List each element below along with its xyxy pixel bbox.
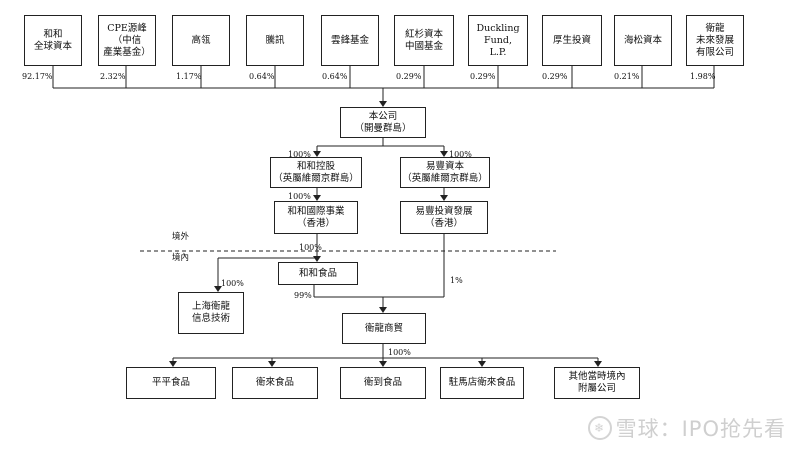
shareholder-box: 和和 全球資本 [24,15,82,66]
company-name: 本公司 （開曼群島） [354,110,412,134]
weilong-trade-box: 衛龍商貿 [342,313,426,344]
shareholder-box: Duckling Fund, L.P. [468,15,528,66]
shareholder-box: 海松資本 [614,15,672,66]
shareholder-box: 厚生投資 [542,15,602,66]
company-box: 本公司 （開曼群島） [340,107,426,138]
shareholder-name: 雲鋒基金 [330,34,369,46]
shareholding-pct: 100% [288,150,311,159]
yifeng-capital-box: 易豐資本 （英屬維爾京群島） [400,157,490,188]
shareholding-pct: 99% [294,291,312,300]
shareholder-name: CPE源峰 （中信 產業基金） [103,22,151,58]
shareholder-name: 衛龍 未來發展 有限公司 [695,22,734,58]
shareholder-name: 騰訊 [265,34,285,46]
subsidiary-name: 其他當時境內 附屬公司 [568,371,626,394]
shareholding-pct: 0.21% [614,72,640,81]
subsidiary-box: 其他當時境內 附屬公司 [554,367,640,399]
subsidiary-name: 衛來食品 [255,377,294,388]
shareholding-pct: 92.17% [22,72,53,81]
shareholding-pct: 100% [388,348,411,357]
subsidiary-name: 駐馬店衛來食品 [448,377,516,388]
shareholder-box: 衛龍 未來發展 有限公司 [686,15,744,66]
shareholder-name: 海松資本 [623,34,662,46]
onshore-label: 境內 [172,253,190,263]
subsidiary-box: 衛到食品 [340,367,426,399]
shareholding-pct: 1% [450,276,463,285]
entity-name: 和和國際事業 （香港） [287,205,345,229]
shareholder-name: Duckling Fund, L.P. [476,22,520,58]
shareholder-name: 厚生投資 [552,34,591,46]
subsidiary-name: 平平食品 [151,377,190,388]
shareholding-pct: 100% [288,192,311,201]
shareholder-box: CPE源峰 （中信 產業基金） [98,15,156,66]
yifeng-investment-box: 易豐投資發展 （香港） [400,201,488,234]
shareholding-pct: 100% [221,279,244,288]
watermark: ❄ 雪球：IPO抢先看 [587,413,786,443]
shareholder-name: 紅杉資本 中國基金 [404,28,443,52]
shareholder-box: 高瓴 [172,15,230,66]
shareholding-pct: 0.29% [470,72,496,81]
snowball-logo-icon: ❄ [587,416,612,440]
subsidiary-name: 衛到食品 [363,377,402,388]
shareholder-box: 騰訊 [246,15,304,66]
shareholding-pct: 100% [449,150,472,159]
subsidiary-box: 平平食品 [126,367,216,399]
watermark-text: 雪球：IPO抢先看 [615,417,786,441]
shareholding-pct: 2.32% [100,72,126,81]
entity-name: 衛龍商貿 [364,322,403,334]
shareholding-pct: 100% [299,243,322,252]
offshore-label: 境外 [172,232,190,242]
shanghai-weilong-box: 上海衛龍 信息技術 [178,292,244,334]
shareholding-pct: 0.29% [542,72,568,81]
shareholder-name: 高瓴 [191,34,211,46]
shareholding-pct: 0.29% [396,72,422,81]
entity-name: 和和控股 （英屬維爾京群島） [273,160,359,184]
shareholding-pct: 0.64% [249,72,275,81]
subsidiary-box: 駐馬店衛來食品 [440,367,524,399]
entity-name: 易豐資本 （英屬維爾京群島） [402,160,488,184]
hehe-international-box: 和和國際事業 （香港） [274,201,358,234]
shareholding-pct: 1.17% [176,72,202,81]
entity-name: 和和食品 [298,267,337,279]
shareholding-pct: 1.98% [690,72,716,81]
shareholder-box: 紅杉資本 中國基金 [394,15,454,66]
hehe-holdings-box: 和和控股 （英屬維爾京群島） [270,157,362,188]
subsidiary-box: 衛來食品 [232,367,318,399]
entity-name: 上海衛龍 信息技術 [191,301,230,324]
shareholder-box: 雲鋒基金 [321,15,379,66]
entity-name: 易豐投資發展 （香港） [415,205,473,229]
hehe-food-box: 和和食品 [278,262,358,285]
shareholder-name: 和和 全球資本 [33,28,72,52]
shareholding-pct: 0.64% [322,72,348,81]
